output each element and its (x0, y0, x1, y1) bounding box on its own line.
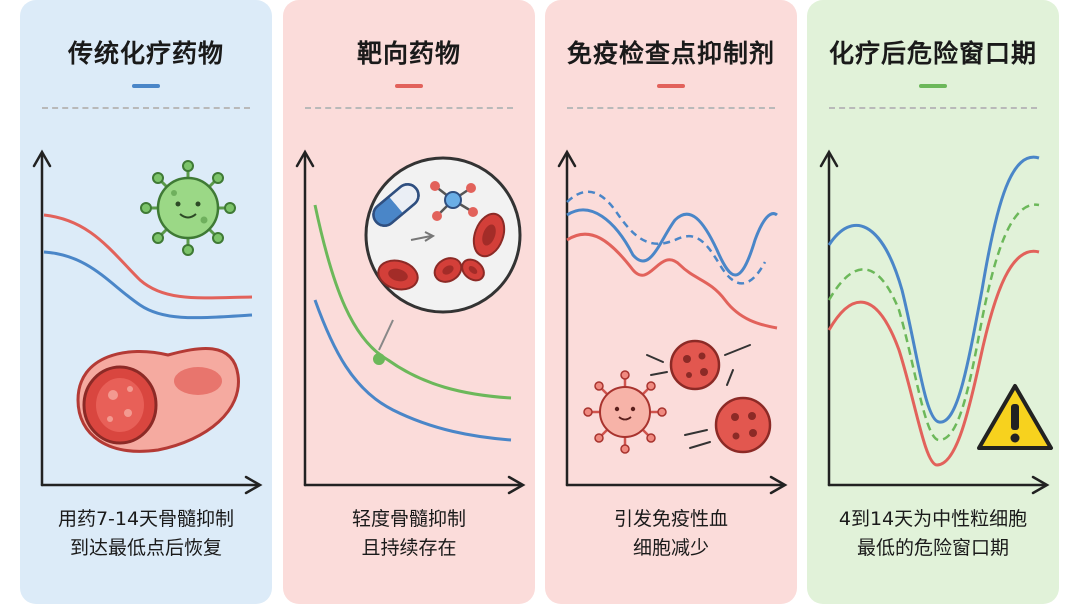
warning-triangle-icon (977, 384, 1053, 450)
title-accent-bar (132, 84, 160, 88)
divider (42, 107, 250, 109)
molecule-icon (430, 181, 478, 221)
green-dashed-line (827, 203, 1040, 442)
axes (557, 149, 788, 495)
panel-title: 传统化疗药物 (67, 39, 224, 68)
zoom-bubble (364, 156, 522, 314)
panel-caption: 用药7-14天骨髓抑制 到达最低点后恢复 (20, 505, 272, 563)
title-accent-bar (657, 84, 685, 88)
caption-line-1: 用药7-14天骨髓抑制 (57, 508, 235, 530)
panel-immune-checkpoint-inhibitors: 免疫检查点抑制剂 (545, 0, 797, 604)
caption-line-2: 最低的危险窗口期 (856, 537, 1009, 559)
blue-line (566, 208, 778, 277)
red-line (566, 232, 778, 330)
damaged-blood-cell-icon (714, 396, 772, 454)
green-line (313, 204, 512, 400)
chart-illustration (295, 149, 526, 495)
blue-line (43, 250, 253, 320)
title-accent-bar (919, 84, 947, 88)
panel-post-chemo-danger-window: 化疗后危险窗口期 4到14天为中性粒细胞 最低的危险窗口期 (807, 0, 1059, 604)
panel-title: 靶向药物 (356, 39, 461, 68)
virus-icon (583, 370, 667, 454)
panel-caption: 4到14天为中性粒细胞 最低的危险窗口期 (807, 505, 1059, 563)
virus-icon (140, 160, 236, 256)
panel-caption: 轻度骨髓抑制 且持续存在 (283, 505, 535, 563)
blue-dashed-line (566, 190, 767, 285)
blue-line (313, 299, 512, 442)
panel-chemotherapy: 传统化疗药物 (20, 0, 272, 604)
title-accent-bar (395, 84, 423, 88)
axes (32, 149, 263, 495)
red-line (43, 213, 253, 300)
caption-line-1: 4到14天为中性粒细胞 (838, 508, 1028, 530)
red-blood-cells-icon (377, 212, 506, 291)
chart-illustration (819, 149, 1053, 495)
caption-line-1: 轻度骨髓抑制 (351, 508, 466, 530)
red-line (827, 249, 1040, 467)
divider (567, 107, 775, 109)
divider (829, 107, 1037, 109)
red-blood-cell-icon (76, 347, 240, 453)
caption-line-1: 引发免疫性血 (613, 508, 728, 530)
pill-capsule-icon (372, 183, 420, 227)
panel-title: 免疫检查点抑制剂 (566, 39, 775, 68)
chart-illustration (557, 149, 788, 495)
caption-line-2: 到达最低点后恢复 (69, 537, 222, 559)
caption-line-2: 且持续存在 (361, 537, 457, 559)
divider (305, 107, 513, 109)
axes (295, 149, 526, 495)
axes (819, 149, 1050, 495)
caption-line-2: 细胞减少 (632, 537, 709, 559)
chart-illustration (32, 149, 263, 495)
damaged-blood-cell-icon (669, 339, 721, 391)
panel-caption: 引发免疫性血 细胞减少 (545, 505, 797, 563)
panel-title: 化疗后危险窗口期 (828, 39, 1037, 68)
panel-targeted-drugs: 靶向药物 (283, 0, 535, 604)
blue-line (827, 155, 1040, 424)
